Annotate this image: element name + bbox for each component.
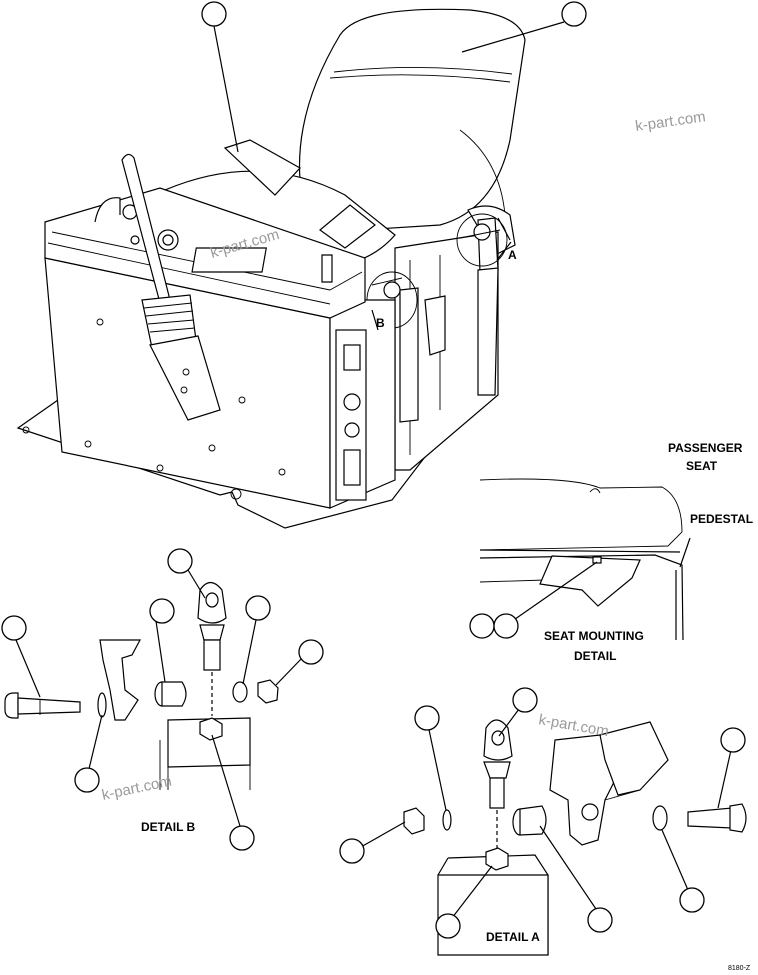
detail-a — [351, 704, 747, 956]
detail-b — [4, 569, 304, 827]
callout-bubble — [679, 887, 705, 913]
control-console — [22, 153, 396, 509]
callout-bubble — [74, 767, 100, 793]
seat-mounting-label-line2: DETAIL — [574, 649, 616, 663]
callout-bubble — [201, 1, 227, 27]
callout-bubble — [435, 913, 461, 939]
callout-bubble — [493, 613, 519, 639]
callout-bubble — [149, 598, 175, 624]
callout-bubble — [245, 595, 271, 621]
callout-bubble — [587, 907, 613, 933]
seat-mounting-label-line1: SEAT MOUNTING — [544, 629, 644, 643]
watermark-detail-a: k-part.com — [537, 711, 610, 740]
main-assembly: A B — [16, 8, 526, 529]
callout-bubble — [720, 727, 746, 753]
view-label-a: A — [508, 248, 517, 262]
watermark-top-right: k-part.com — [634, 108, 707, 135]
passenger-seat-label-line2: SEAT — [686, 459, 718, 473]
pedestal-box — [366, 213, 508, 471]
callout-bubble — [167, 548, 193, 574]
detail-a-label: DETAIL A — [486, 930, 540, 944]
drawing-code: 8180-Z — [728, 965, 751, 972]
pedestal-label: PEDESTAL — [690, 512, 753, 526]
seat-mounting-detail — [479, 478, 691, 641]
callout-bubble — [469, 613, 495, 639]
view-label-b: B — [376, 316, 385, 330]
callout-bubble — [1, 615, 27, 641]
callout-bubble — [414, 705, 440, 731]
detail-b-label: DETAIL B — [141, 820, 196, 834]
callouts-main — [201, 1, 587, 153]
callout-bubble — [298, 639, 324, 665]
watermark-detail-b: k-part.com — [100, 773, 173, 804]
callout-bubble — [561, 1, 587, 27]
view-arrows — [371, 217, 512, 331]
callout-bubble — [512, 687, 538, 713]
callout-bubble — [229, 825, 255, 851]
passenger-seat-label-line1: PASSENGER — [668, 441, 743, 455]
callout-bubble — [339, 838, 365, 864]
